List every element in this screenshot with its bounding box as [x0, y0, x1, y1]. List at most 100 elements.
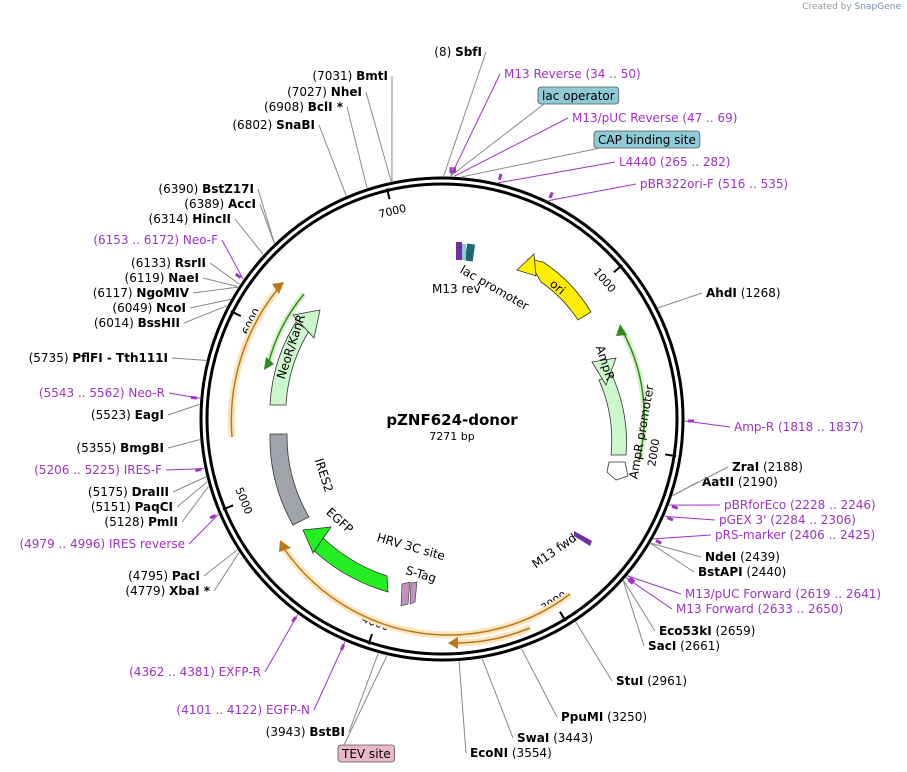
site-name: SnaBI: [276, 118, 315, 132]
site-leader-line: [650, 543, 695, 573]
site-leader-line: [257, 188, 275, 244]
green-arc-left-core: [267, 293, 305, 366]
site-name: PmlI: [148, 515, 178, 529]
boxed-feature-leader: [450, 103, 545, 177]
site-label: (6014) BssHII: [94, 316, 180, 330]
site-label: BstAPI (2440): [698, 565, 786, 579]
primer-name: pGEX 3': [719, 513, 766, 527]
site-label: (4795) PacI: [128, 569, 200, 583]
feature-hrv3c-arrow: [400, 581, 411, 607]
site-label: Eco53kI (2659): [659, 624, 755, 638]
site-position: (5151): [91, 500, 135, 514]
site-position: (6049): [112, 301, 156, 315]
credit: Created by SnapGene: [802, 2, 901, 12]
primer-range: (4979 .. 4996): [19, 537, 109, 551]
site-label: (5175) DraIII: [88, 485, 169, 499]
primer-leader-line: [498, 161, 616, 184]
backbone-inner-ring: [205, 182, 679, 656]
feature-ires2-arrow: [269, 433, 310, 526]
site-name: BssHII: [138, 316, 180, 330]
site-name: NaeI: [168, 271, 199, 285]
site-position: (3443): [549, 731, 593, 745]
site-label: (6389) AccI: [184, 197, 256, 211]
feature-hrv3c-label: HRV 3C site: [375, 530, 446, 563]
primer-mark: [655, 539, 662, 545]
primer-leader-line: [653, 534, 712, 540]
primer-name: Amp-R: [734, 420, 774, 434]
primer-name: Neo-F: [183, 233, 218, 247]
site-label: (3943) BstBI: [266, 725, 345, 739]
primer-name: M13/pUC Reverse: [572, 111, 679, 125]
site-name: Eco53kI: [659, 624, 712, 638]
tick-label-7000: 7000: [377, 202, 407, 221]
feature-egfp-head: [302, 526, 332, 554]
site-leader-line: [650, 542, 702, 558]
primer-name: EXFP-R: [219, 665, 261, 679]
site-label: AatII (2190): [702, 475, 778, 489]
primer-range: (2633 .. 2650): [754, 602, 844, 616]
primer-name: L4440: [619, 155, 656, 169]
site-name: BstAPI: [698, 565, 743, 579]
site-leader-line: [365, 91, 392, 182]
site-label: (5128) PmlI: [104, 515, 178, 529]
site-leader-line: [209, 262, 241, 285]
plasmid-length: 7271 bp: [429, 430, 474, 443]
primer-labels: M13 Reverse (34 .. 50)M13/pUC Reverse (4…: [19, 67, 881, 717]
site-leader-line: [213, 552, 240, 592]
primer-range: (5543 .. 5562): [39, 386, 129, 400]
site-label: (6314) HincII: [149, 212, 231, 226]
site-name: NheI: [331, 85, 362, 99]
site-position: (3250): [603, 710, 647, 724]
primer-range: (47 .. 69): [679, 111, 738, 125]
site-position: (1268): [737, 286, 781, 300]
primer-label: L4440 (265 .. 282): [619, 155, 730, 169]
site-leader-line: [575, 621, 613, 682]
feature-ampr-promoter-arrow: [606, 461, 629, 481]
primer-label: (5543 .. 5562) Neo-R: [39, 386, 165, 400]
tick-6000: [230, 310, 242, 318]
site-position: (6133): [131, 256, 175, 270]
site-leader-line: [176, 481, 208, 508]
orange-arc-bottom-core: [282, 546, 571, 636]
site-position: (6390): [158, 182, 202, 196]
primer-leader-line: [264, 614, 299, 673]
site-leader-line: [672, 466, 729, 496]
site-position: (2188): [759, 460, 803, 474]
site-name: BstZ17I: [202, 182, 254, 196]
site-name: AatII: [702, 475, 734, 489]
orange-arc-left-core: [230, 289, 278, 438]
primer-mark: [234, 272, 242, 279]
site-position: (3554): [508, 746, 552, 760]
feature-lac-operator-mark: [462, 244, 466, 260]
site-name: AhdI: [706, 286, 737, 300]
site-label: SacI (2661): [648, 639, 720, 653]
site-name: SbfI: [455, 45, 482, 59]
site-label: (7027) NheI: [287, 85, 362, 99]
primer-mark: [671, 504, 679, 510]
site-position: (3943): [266, 725, 310, 739]
primer-range: (2406 .. 2425): [786, 528, 876, 542]
site-name: ZraI: [732, 460, 759, 474]
primer-label: pBRforEco (2228 .. 2246): [724, 498, 876, 512]
primer-range: (6153 .. 6172): [93, 233, 183, 247]
tick-label-5000: 5000: [232, 485, 255, 516]
primer-label: M13/pUC Reverse (47 .. 69): [572, 111, 737, 125]
restriction-site-labels: (8) SbfI(7031) BmtI(7027) NheI(6908) Bcl…: [29, 45, 803, 760]
feature-ampr-arrow: [598, 374, 627, 456]
site-label: ZraI (2188): [732, 460, 803, 474]
green-arc-right-core: [621, 329, 646, 461]
site-name: EcoNI: [470, 746, 508, 760]
site-position: (6908): [264, 100, 308, 114]
primer-leader-line: [165, 468, 205, 471]
site-position: (7031): [312, 69, 356, 83]
primer-label: pBR322ori-F (516 .. 535): [640, 177, 788, 191]
site-name: AccI: [228, 197, 256, 211]
site-position: (6802): [232, 118, 276, 132]
site-leader-line: [203, 549, 238, 577]
primer-range: (265 .. 282): [656, 155, 730, 169]
site-label: EcoNI (3554): [470, 746, 552, 760]
site-name: BstBI: [309, 725, 345, 739]
tick-2000: [665, 453, 677, 458]
primer-leader-line: [188, 513, 219, 545]
primer-range: (4101 .. 4122): [176, 703, 266, 717]
